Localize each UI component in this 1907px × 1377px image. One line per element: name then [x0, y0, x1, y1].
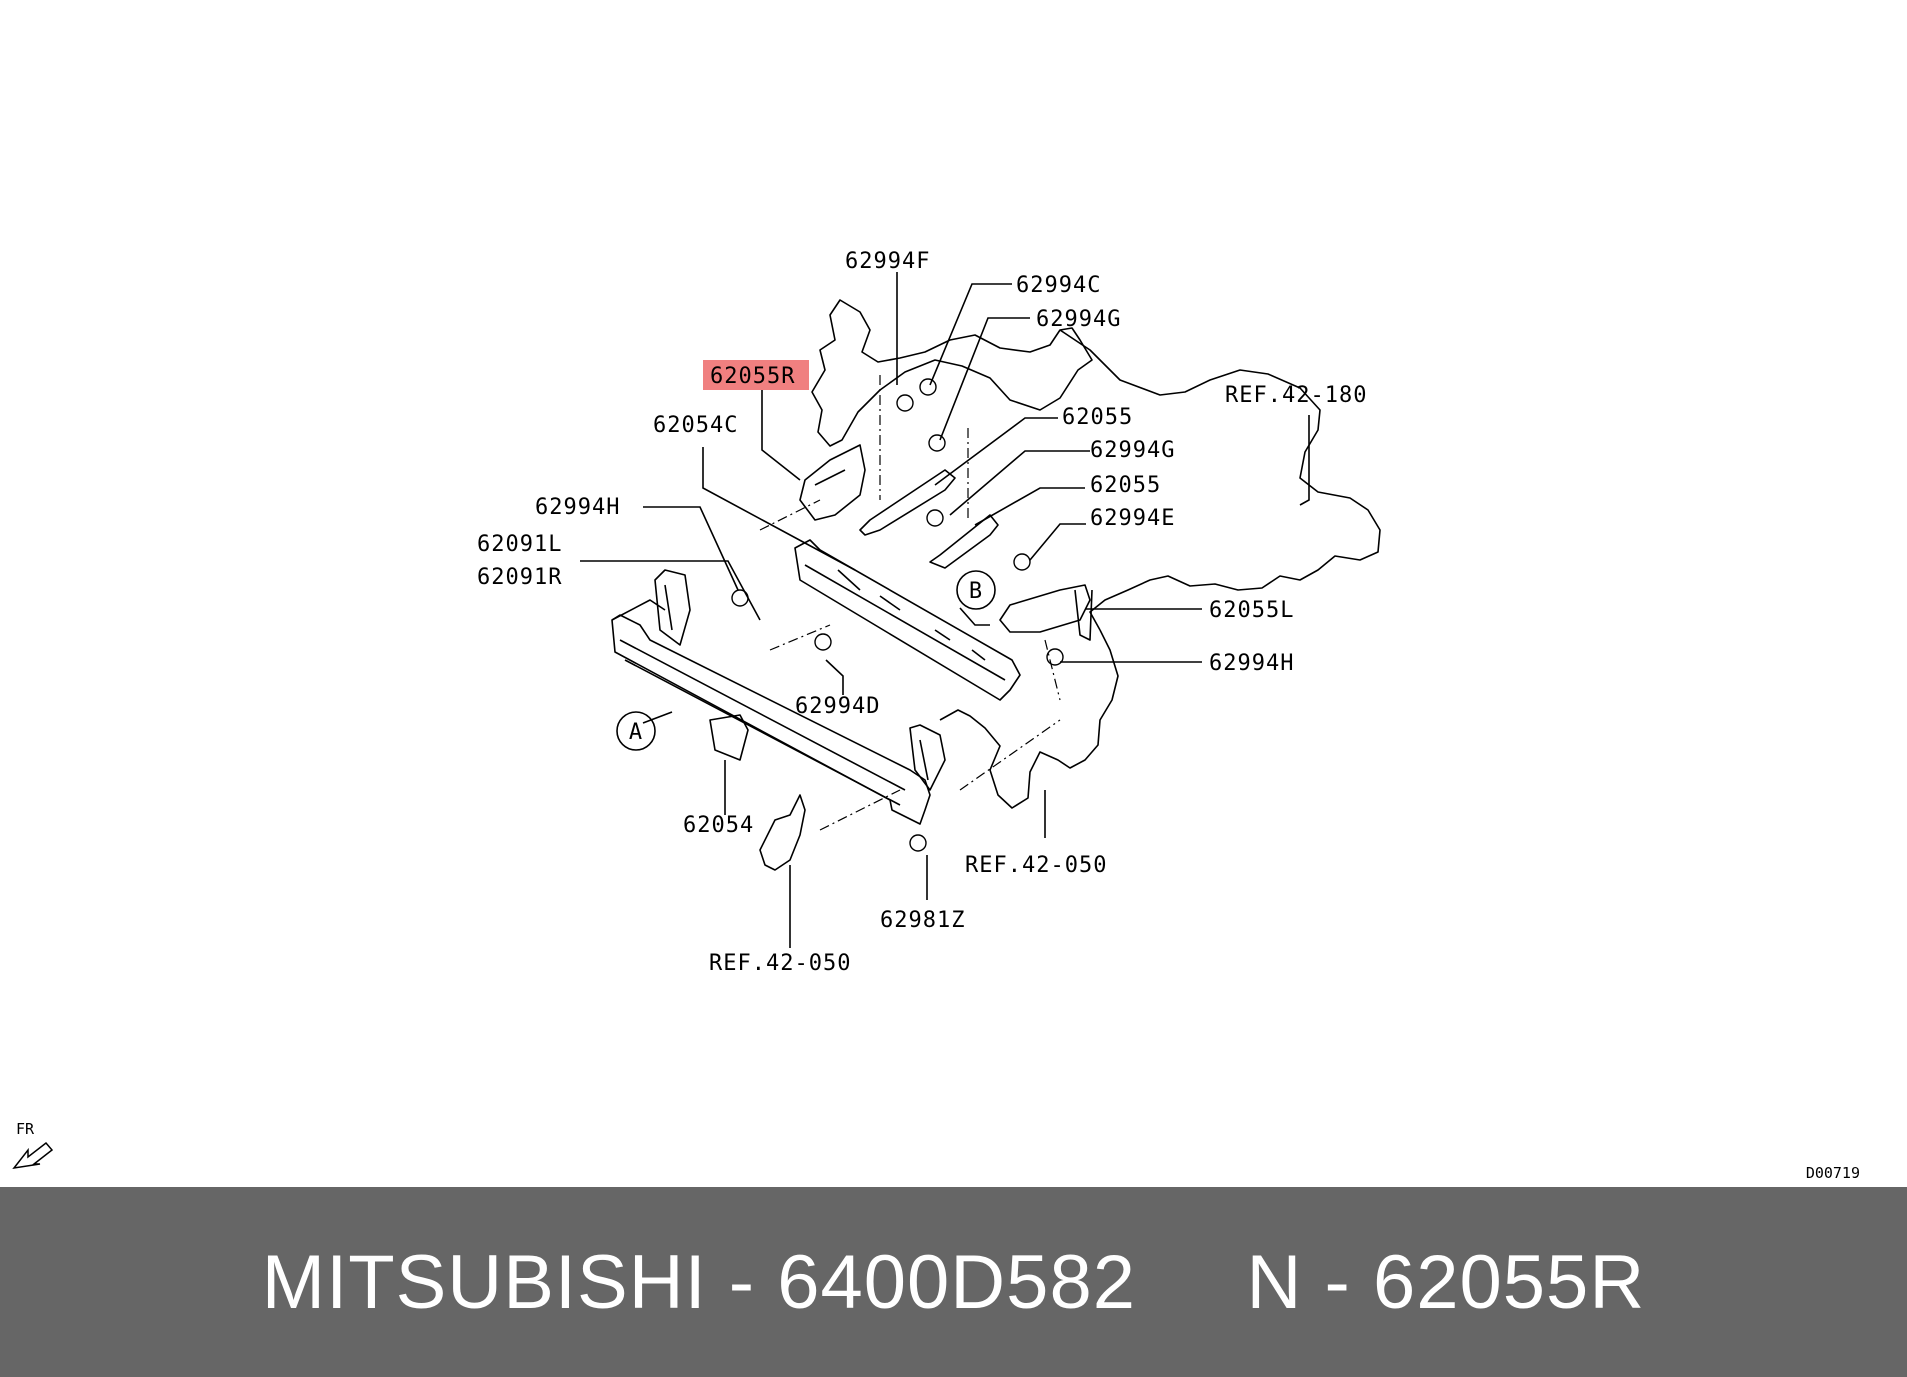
label-62981z[interactable]: 62981Z [880, 908, 965, 933]
label-62994d[interactable]: 62994D [795, 694, 880, 719]
label-62994g-mid[interactable]: 62994G [1090, 438, 1175, 463]
label-62994h-right[interactable]: 62994H [1209, 651, 1294, 676]
stay-62055-lower [929, 514, 999, 569]
label-62994f[interactable]: 62994F [845, 249, 930, 274]
label-62054c[interactable]: 62054C [653, 413, 738, 438]
label-62994g-top[interactable]: 62994G [1036, 307, 1121, 332]
label-62055-b[interactable]: 62055 [1090, 473, 1161, 498]
body-frame-right [1059, 329, 1381, 631]
circle-b-label: B [969, 579, 983, 604]
splash-piece [759, 794, 806, 871]
body-frame-outline [811, 299, 1093, 447]
footer-banner: MITSUBISHI - 6400D582 N - 62055R [0, 1187, 1907, 1377]
circle-a-label: A [629, 720, 643, 745]
part-highlight [703, 360, 809, 390]
fr-label: FR [16, 1120, 35, 1138]
bracket-62055l [999, 584, 1091, 633]
stay-62055-upper [859, 469, 956, 536]
bar-left-bracket [654, 569, 691, 646]
label-62994c[interactable]: 62994C [1016, 273, 1101, 298]
label-62055r[interactable]: 62055R [710, 364, 795, 389]
front-arrow-icon [12, 1141, 54, 1170]
bar-center-block [709, 714, 749, 761]
diagram-code: D00719 [1806, 1164, 1860, 1182]
label-62994h-left[interactable]: 62994H [535, 495, 620, 520]
label-ref-42-050-bottom[interactable]: REF.42-050 [709, 951, 851, 976]
body-frame-lower-right [939, 629, 1119, 809]
bolts [731, 378, 1064, 852]
footer-part-title: MITSUBISHI - 6400D582 N - 62055R [261, 1239, 1646, 1325]
bar-right-bracket [909, 724, 946, 791]
label-ref-42-050-right[interactable]: REF.42-050 [965, 853, 1107, 878]
label-62054[interactable]: 62054 [683, 813, 754, 838]
label-62055l[interactable]: 62055L [1209, 598, 1294, 623]
label-62091r[interactable]: 62091R [477, 565, 562, 590]
label-ref-42-180[interactable]: REF.42-180 [1225, 383, 1367, 408]
label-62091l[interactable]: 62091L [477, 532, 562, 557]
parts-diagram: A B 62994F 62994C 62994G 62055R REF.42-1… [12, 249, 1860, 1182]
bracket-62055r [799, 444, 866, 521]
label-62055-a[interactable]: 62055 [1062, 405, 1133, 430]
label-62994e[interactable]: 62994E [1090, 506, 1175, 531]
upper-cross-member [794, 539, 1021, 701]
